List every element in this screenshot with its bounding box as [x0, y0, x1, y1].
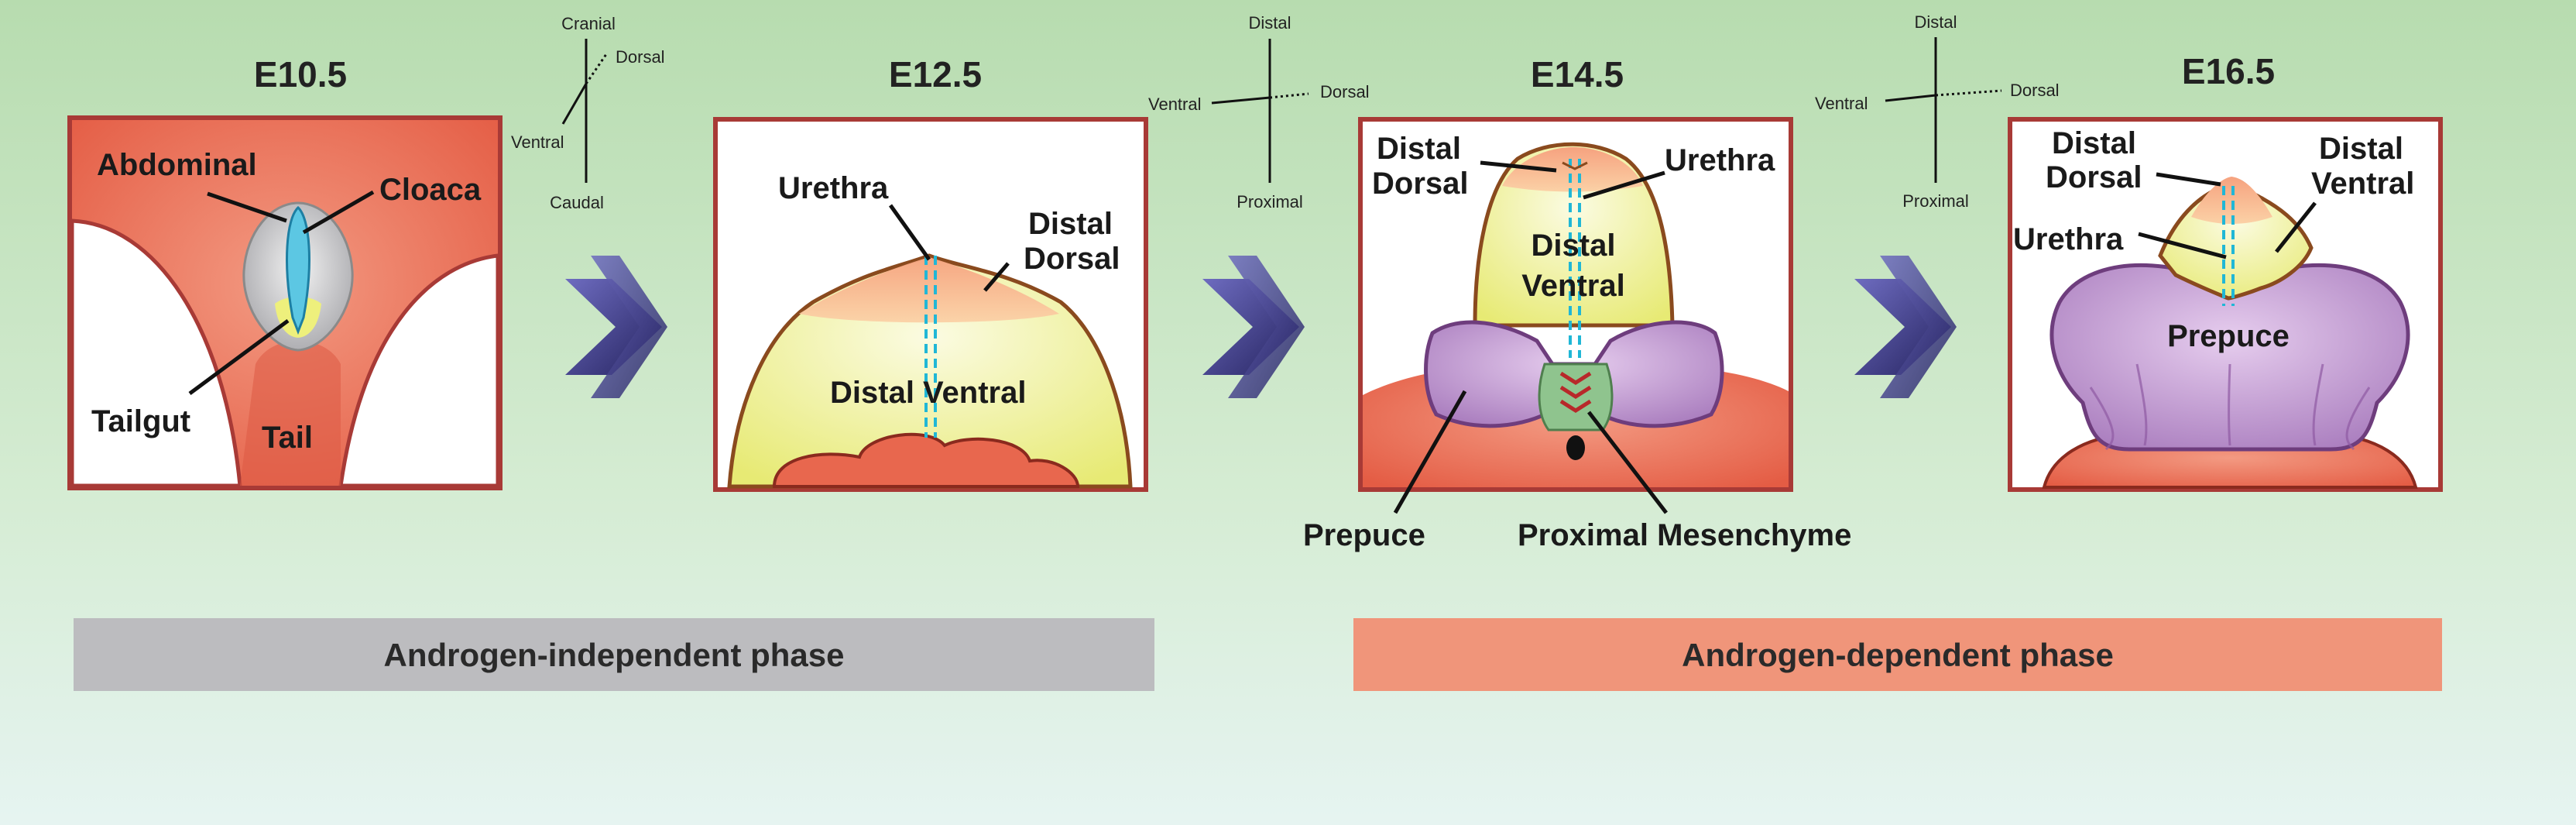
leader-mesenchyme-e14 — [1587, 411, 1668, 514]
distal-ventral-region — [1473, 142, 1675, 328]
mesenchyme-chevrons — [1559, 371, 1592, 413]
phase-label-independent: Androgen-independent phase — [383, 637, 844, 673]
leader-dorsal-e12 — [983, 262, 1010, 292]
orientation-axis-3: Distal Dorsal Ventral Proximal — [1815, 12, 2060, 211]
axis-1-cranial: Cranial — [561, 14, 616, 33]
orientation-axis-1: Cranial Dorsal Ventral Caudal — [511, 14, 665, 212]
orientation-axis-2: Distal Dorsal Ventral Proximal — [1148, 13, 1370, 211]
phase-bar-independent — [74, 618, 1154, 691]
phase-label-dependent: Androgen-dependent phase — [1682, 637, 2114, 673]
label-tailgut: Tailgut — [91, 404, 190, 438]
label-urethra-e16: Urethra — [2013, 222, 2124, 256]
axis-2-proximal: Proximal — [1237, 192, 1303, 211]
label-distal-ventral-1-e16: Distal — [2319, 132, 2403, 166]
distal-dorsal-region — [1502, 147, 1643, 192]
axis-3-distal: Distal — [1914, 12, 1957, 32]
progression-arrow-3 — [1854, 256, 1957, 398]
progression-arrow-2 — [1202, 256, 1305, 398]
label-urethra-e12: Urethra — [778, 171, 889, 205]
label-urethra-e14: Urethra — [1665, 143, 1775, 177]
axis-2-dorsal: Dorsal — [1320, 82, 1370, 101]
leader-urethra-e14 — [1583, 170, 1665, 200]
leader-dorsal-e16 — [2156, 172, 2221, 187]
proximal-bumps — [772, 432, 1080, 488]
label-cloaca: Cloaca — [379, 173, 482, 207]
tail-region — [240, 341, 341, 486]
label-distal-dorsal-2-e16: Dorsal — [2046, 160, 2142, 194]
phase-bar-dependent — [1353, 618, 2442, 691]
leader-urethra-e16 — [2138, 232, 2227, 260]
label-abdominal: Abdominal — [97, 148, 257, 182]
label-distal-ventral-2-e14: Ventral — [1521, 269, 1624, 303]
label-distal-ventral-2-e16: Ventral — [2311, 167, 2414, 201]
stage-e16-5: E16.5 Distal Dorsal Distal Ventral Ureth… — [2008, 51, 2443, 492]
leader-cloaca — [302, 190, 375, 235]
label-distal-dorsal-2-e14: Dorsal — [1372, 167, 1469, 201]
stage-title-e12-5: E12.5 — [889, 54, 982, 95]
stage-title-e14-5: E14.5 — [1531, 54, 1624, 95]
axis-1-diagonal — [561, 83, 588, 125]
axis-2-ventral: Ventral — [1148, 95, 1202, 114]
axis-3-proximal: Proximal — [1902, 191, 1969, 211]
leader-dorsal-e14 — [1480, 160, 1557, 173]
left-limb-region — [70, 218, 242, 488]
leader-abdominal — [207, 191, 287, 223]
stage-title-e16-5: E16.5 — [2182, 51, 2275, 91]
leader-tailgut — [188, 318, 290, 396]
leader-ventral-e16 — [2275, 201, 2317, 253]
label-dorsal-e12: Dorsal — [1024, 242, 1120, 276]
label-distal-e12: Distal — [1028, 207, 1113, 241]
axis-3-horizontal-dotted — [1935, 89, 2002, 97]
label-prepuce-e14: Prepuce — [1303, 518, 1425, 552]
label-prepuce-e16: Prepuce — [2167, 319, 2290, 353]
label-proximal-mesenchyme: Proximal Mesenchyme — [1518, 518, 1851, 552]
distal-dorsal-region — [799, 257, 1059, 323]
axis-2-distal: Distal — [1248, 13, 1291, 33]
stage-e10-5: E10.5 Abdominal Cloaca Tailgut Tail — [67, 54, 503, 490]
leader-prepuce-e14 — [1393, 390, 1467, 514]
distal-dorsal-region — [2191, 177, 2272, 224]
distal-dorsal-notch — [1562, 161, 1588, 170]
axis-2-horizontal — [1211, 96, 1271, 105]
leader-urethra-e12 — [888, 204, 931, 261]
stage-title-e10-5: E10.5 — [254, 54, 347, 95]
axis-3-dorsal: Dorsal — [2010, 81, 2060, 100]
label-distal-ventral-e12: Distal Ventral — [830, 376, 1026, 410]
axis-1-dorsal: Dorsal — [616, 47, 665, 67]
axis-1-ventral: Ventral — [511, 132, 564, 152]
urethral-opening — [1566, 435, 1585, 460]
axis-3-ventral: Ventral — [1815, 94, 1868, 113]
label-distal-ventral-1-e14: Distal — [1532, 229, 1616, 263]
axis-2-horizontal-dotted — [1269, 92, 1309, 99]
label-distal-dorsal-1-e14: Distal — [1377, 132, 1461, 166]
phase-bars: Androgen-independent phase Androgen-depe… — [74, 618, 2442, 691]
stage-e14-5: E14.5 Distal Dorsal Urethra Distal Ventr… — [1303, 54, 1851, 552]
label-tail: Tail — [262, 421, 313, 455]
stage-e12-5: E12.5 Urethra Distal Dorsal Distal Ventr… — [713, 54, 1148, 492]
prepuce-folds — [2089, 363, 2371, 451]
label-distal-dorsal-1-e16: Distal — [2052, 126, 2136, 160]
axis-1-caudal: Caudal — [550, 193, 604, 212]
right-limb-region — [338, 253, 500, 488]
progression-arrow-1 — [565, 256, 667, 398]
axis-3-horizontal — [1885, 94, 1936, 102]
axis-1-diagonal-dotted — [585, 53, 608, 84]
